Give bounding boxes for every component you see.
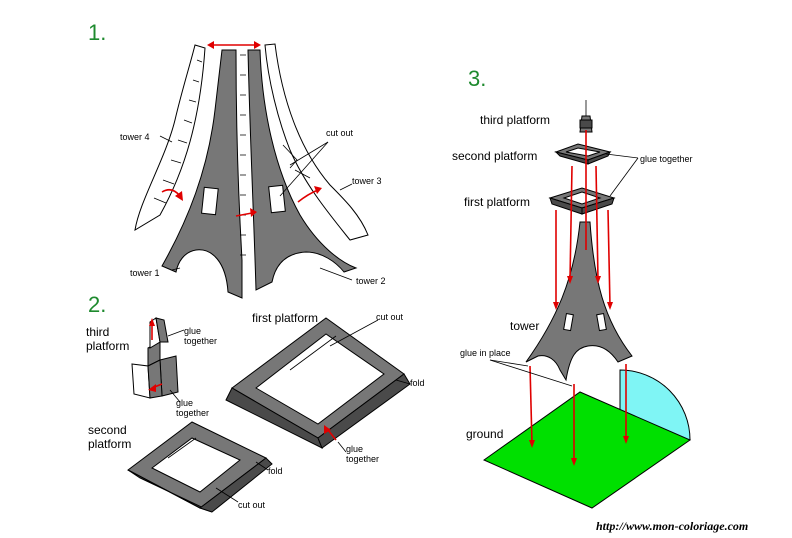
step-number-3: 3. <box>468 66 486 91</box>
label-tower-4: tower 4 <box>120 132 150 142</box>
label-glue-together-1a: glue <box>184 326 201 336</box>
tower-1-cutout <box>201 186 219 216</box>
first-platform-piece <box>225 317 411 450</box>
label-cut-out-2a: cut out <box>376 312 404 322</box>
panel-3: 3. <box>452 66 693 509</box>
label-third-platform-2: platform <box>86 339 129 353</box>
label-cut-out-1: cut out <box>326 128 354 138</box>
label-tower: tower <box>510 319 539 333</box>
label-second-platform-2: platform <box>88 437 131 451</box>
tower-3-detail <box>282 144 311 179</box>
tower-3-piece <box>264 43 369 241</box>
label-glue-in-place: glue in place <box>460 348 511 358</box>
step-number-2: 2. <box>88 292 106 317</box>
label-first-platform-3: first platform <box>464 195 530 209</box>
label-third-platform-3: third platform <box>480 113 550 127</box>
tower-1-piece <box>161 49 243 299</box>
step-number-1: 1. <box>88 20 106 45</box>
third-platform-assembled <box>579 100 593 133</box>
tower-2-cutout <box>268 184 286 214</box>
tower-4-piece <box>134 44 206 231</box>
tower-assembled <box>525 221 633 382</box>
label-glue-together-3b: together <box>346 454 379 464</box>
label-ground: ground <box>466 427 503 441</box>
tower-3-arrow <box>297 189 319 203</box>
ground-plate <box>482 391 692 509</box>
label-glue-together-1b: together <box>184 336 217 346</box>
panel-1: 1. tower 4 cut out tower <box>88 20 386 299</box>
label-tower-1: tower 1 <box>130 268 160 278</box>
label-first-platform-2: first platform <box>252 311 318 325</box>
label-glue-together-2a: glue <box>176 398 193 408</box>
tower-4-tabs <box>153 59 203 204</box>
label-second-platform-3: second platform <box>452 149 537 163</box>
center-tabs <box>240 54 246 256</box>
center-join-arrow <box>235 212 253 217</box>
second-platform-assembled <box>554 143 612 165</box>
label-cut-out-3: cut out <box>238 500 266 510</box>
third-platform-piece <box>131 317 179 399</box>
assembly-arrows <box>529 130 629 466</box>
label-glue-together-3a: glue <box>346 444 363 454</box>
footer-url: http://www.mon-coloriage.com <box>596 519 748 533</box>
label-glue-together-2b: together <box>176 408 209 418</box>
first-platform-assembled <box>548 187 616 215</box>
label-tower-3: tower 3 <box>352 176 382 186</box>
label-glue-together-4: glue together <box>640 154 693 164</box>
panel-2: 2. third platform glue together glue tog… <box>86 292 425 513</box>
label-third-platform-1: third <box>86 325 109 339</box>
label-tower-2: tower 2 <box>356 276 386 286</box>
label-second-platform-1: second <box>88 423 127 437</box>
label-fold-2: fold <box>268 466 283 476</box>
label-fold-1: fold <box>410 378 425 388</box>
second-platform-piece <box>127 421 273 513</box>
